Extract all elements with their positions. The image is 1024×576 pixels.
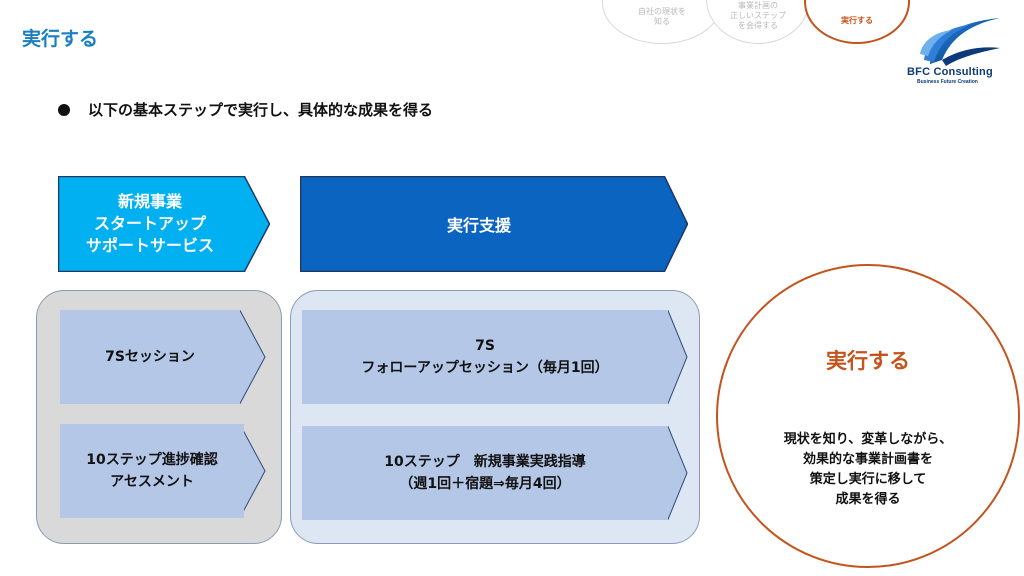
bullet-dot-icon xyxy=(58,104,70,116)
result-circle xyxy=(716,264,1020,568)
chevron-outline xyxy=(300,176,688,272)
step-nav-plan-steps: 事業計画の 正しいステップ を会得する xyxy=(706,0,810,44)
item-assessment-label: 10ステップ進捗確認 アセスメント xyxy=(86,452,218,490)
page-title: 実行する xyxy=(22,28,99,50)
logo-tagline: Business Future Creation xyxy=(917,79,978,85)
step-nav-label: 自社の現状を 知る xyxy=(638,7,686,26)
item-7s-session-label: 7Sセッション xyxy=(105,349,195,365)
step-nav-current-state: 自社の現状を 知る xyxy=(602,0,722,44)
logo-name: BFC Consulting xyxy=(907,66,993,78)
result-title: 実行する xyxy=(826,349,910,373)
bfc-logo-icon xyxy=(920,18,1000,66)
step-nav-execute: 実行する xyxy=(804,0,910,44)
intro-bullet: 以下の基本ステップで実行し、具体的な成果を得る xyxy=(58,99,433,120)
execution-support-label: 実行支援 xyxy=(446,216,511,235)
step-nav-label: 実行する xyxy=(841,16,873,25)
execution-support-chevron: 実行支援 xyxy=(300,176,688,272)
intro-bullet-text: 以下の基本ステップで実行し、具体的な成果を得る xyxy=(88,101,434,119)
item-assessment: 10ステップ進捗確認 アセスメント xyxy=(60,424,244,518)
item-practical-guidance: 10ステップ 新規事業実践指導 （週1回＋宿題⇒毎月4回） xyxy=(302,426,668,520)
item-followup-session-label: 7S フォローアップセッション（毎月1回） xyxy=(361,338,609,376)
item-practical-guidance-label: 10ステップ 新規事業実践指導 （週1回＋宿題⇒毎月4回） xyxy=(384,454,586,492)
result-description: 現状を知り、変革しながら、 効果的な事業計画書を 策定し実行に移して 成果を得る xyxy=(783,432,953,507)
startup-support-service-label: 新規事業 スタートアップ サポートサービス xyxy=(85,192,214,255)
startup-support-service-chevron: 新規事業 スタートアップ サポートサービス xyxy=(58,176,270,272)
step-nav-label: 事業計画の 正しいステップ を会得する xyxy=(730,1,786,30)
item-followup-session: 7S フォローアップセッション（毎月1回） xyxy=(302,310,668,404)
chevron-outline xyxy=(58,176,270,272)
item-7s-session: 7Sセッション xyxy=(60,310,240,404)
